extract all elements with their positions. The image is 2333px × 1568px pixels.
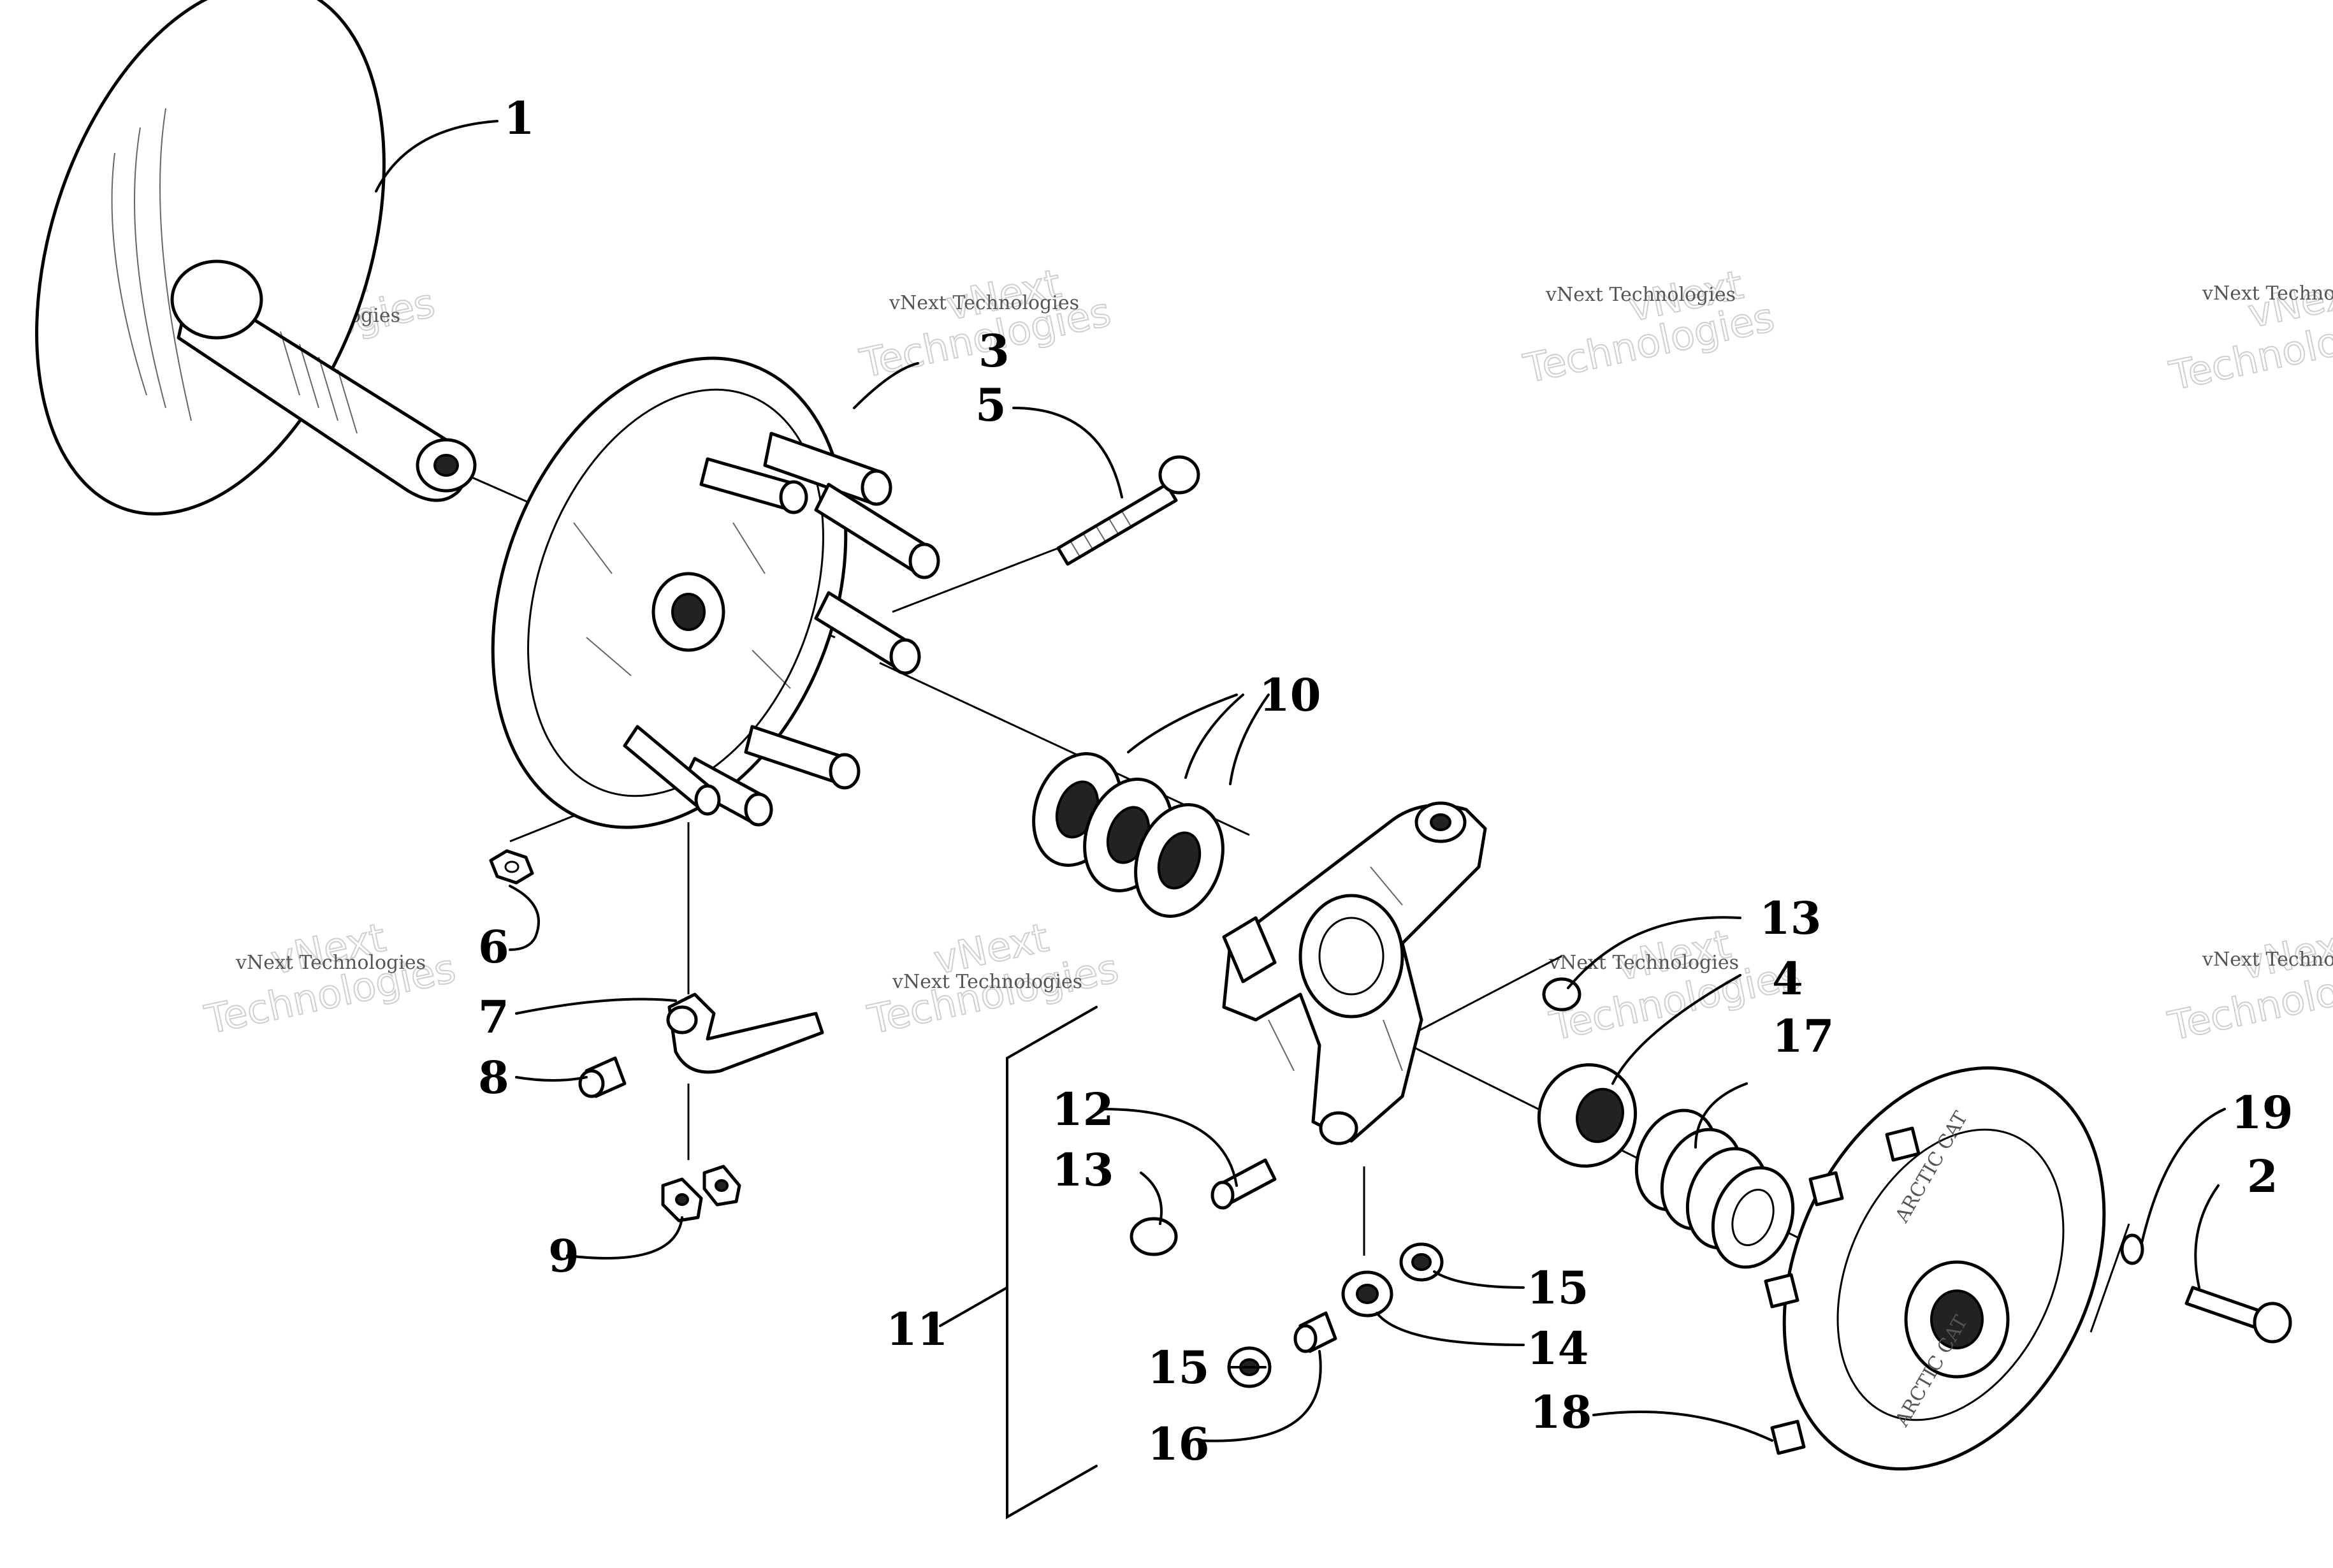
watermark-text: vNext Technologies (1545, 284, 1736, 306)
callout-12: 12 (1052, 1083, 1114, 1136)
leader-lines (375, 120, 2226, 1442)
callout-8: 8 (478, 1051, 509, 1104)
sheave-part-1 (35, 0, 477, 516)
callout-1: 1 (504, 92, 535, 145)
bolt-part-2 (2184, 1286, 2292, 1344)
watermark-text: vNext Technologies (2202, 282, 2333, 305)
hub-part-18: ARCTIC CAT ARCTIC CAT (1764, 1066, 2106, 1470)
callout-15-lower: 15 (1147, 1341, 1209, 1394)
bolt-part-5 (1056, 455, 1200, 566)
callout-18: 18 (1530, 1386, 1592, 1439)
callout-19: 19 (2231, 1086, 2293, 1139)
callout-3: 3 (978, 324, 1010, 377)
nut-part-4 (1537, 1063, 1638, 1168)
arm-assembly-part-11 (1222, 801, 1487, 1145)
bushing-part-8 (578, 1056, 627, 1098)
washer-part-19 (2120, 1233, 2144, 1265)
callout-10: 10 (1259, 669, 1321, 722)
callout-7: 7 (478, 991, 509, 1043)
callout-17: 17 (1772, 1010, 1834, 1063)
watermark-text: vNext Technologies (892, 971, 1082, 993)
washers-part-10 (1032, 752, 1225, 918)
nut-part-6 (489, 849, 534, 885)
washer-part-15-upper (1399, 1242, 1444, 1282)
callout-4: 4 (1772, 952, 1803, 1005)
cap-part-13-upper (1542, 977, 1581, 1012)
watermark-text: vNext Technologies (2202, 948, 2333, 971)
roller-part-14 (1341, 1270, 1393, 1318)
washers-part-9 (661, 1165, 741, 1223)
callout-13-upper: 13 (1759, 892, 1821, 945)
callout-2: 2 (2247, 1150, 2278, 1203)
callout-13-lower: 13 (1052, 1143, 1114, 1196)
spring-part-17 (1634, 1108, 1795, 1269)
bushing-part-16 (1293, 1311, 1337, 1353)
watermark-text: vNext Technologies (1548, 952, 1739, 974)
weight-arm-part-7 (666, 992, 824, 1074)
callout-11: 11 (886, 1303, 948, 1356)
callout-labels: 1 3 5 10 6 7 8 9 11 12 13 13 4 17 19 2 1… (478, 92, 2293, 1470)
callout-15-upper: 15 (1527, 1261, 1588, 1314)
callout-9: 9 (548, 1230, 579, 1282)
callout-14: 14 (1527, 1322, 1588, 1375)
cap-part-13-lower (1130, 1217, 1178, 1256)
watermark-text: vNext Technologies (235, 952, 426, 974)
watermark-text: vNext Technologies (889, 292, 1079, 314)
cover-tower-pins (623, 432, 940, 827)
pin-part-12 (1210, 1158, 1277, 1210)
callout-16: 16 (1147, 1418, 1209, 1470)
callout-6: 6 (478, 920, 509, 973)
callout-5: 5 (975, 379, 1007, 432)
cover-part-3 (491, 356, 940, 829)
